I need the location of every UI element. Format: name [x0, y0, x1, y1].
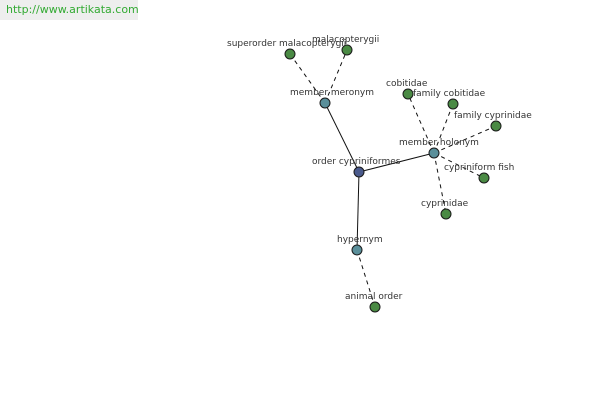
edge-member-holonym-to-cyprinidae	[433, 152, 447, 215]
edge-member-holonym-to-family-cobitidae	[433, 103, 454, 154]
node-cobitidae[interactable]	[402, 88, 414, 100]
edge-member-holonym-to-cobitidae	[407, 93, 435, 154]
node-root[interactable]	[353, 166, 365, 178]
node-label-family-cyprinidae[interactable]: family cyprinidae	[454, 111, 532, 121]
node-animal-order[interactable]	[369, 301, 381, 313]
node-malacopterygii[interactable]	[341, 44, 353, 56]
node-label-malacopterygii[interactable]: malacopterygii	[312, 35, 379, 45]
node-label-family-cobitidae[interactable]: family cobitidae	[413, 89, 486, 99]
edge-hypernym-to-animal-order	[356, 249, 376, 308]
node-member-holonym[interactable]	[428, 147, 440, 159]
nodes-layer	[284, 44, 502, 313]
node-label-cyprinidae[interactable]: cyprinidae	[421, 199, 469, 209]
edge-member-holonym-to-family-cyprinidae	[433, 125, 497, 154]
edge-root-to-member-holonym	[358, 152, 435, 173]
site-url-banner[interactable]: http://www.artikata.com	[0, 0, 139, 20]
node-family-cobitidae[interactable]	[447, 98, 459, 110]
node-family-cyprinidae[interactable]	[490, 120, 502, 132]
node-label-cobitidae[interactable]: cobitidae	[386, 79, 428, 89]
node-label-cypriniform-fish[interactable]: cypriniform fish	[444, 163, 514, 173]
labels-layer: order cypriniformes member meronym member …	[227, 35, 532, 302]
node-label-member-meronym[interactable]: member meronym	[290, 88, 374, 98]
node-label-member-holonym[interactable]: member holonym	[399, 138, 479, 148]
node-cyprinidae[interactable]	[440, 208, 452, 220]
node-label-superorder-malacopterygii[interactable]: superorder malacopterygii	[227, 39, 346, 49]
node-superorder-malacopterygii[interactable]	[284, 48, 296, 60]
edges-layer	[289, 49, 497, 308]
edge-root-to-hypernym	[356, 171, 360, 251]
node-member-meronym[interactable]	[319, 97, 331, 109]
node-cypriniform-fish[interactable]	[478, 172, 490, 184]
node-hypernym[interactable]	[351, 244, 363, 256]
node-label-animal-order[interactable]: animal order	[345, 292, 403, 302]
node-label-hypernym[interactable]: hypernym	[337, 235, 383, 245]
edge-member-meronym-to-superorder-malacopterygii	[289, 53, 326, 104]
edge-root-to-member-meronym	[324, 102, 360, 173]
node-label-root[interactable]: order cypriniformes	[312, 157, 401, 167]
edge-member-meronym-to-malacopterygii	[324, 49, 348, 104]
edge-member-holonym-to-cypriniform-fish	[433, 152, 485, 179]
